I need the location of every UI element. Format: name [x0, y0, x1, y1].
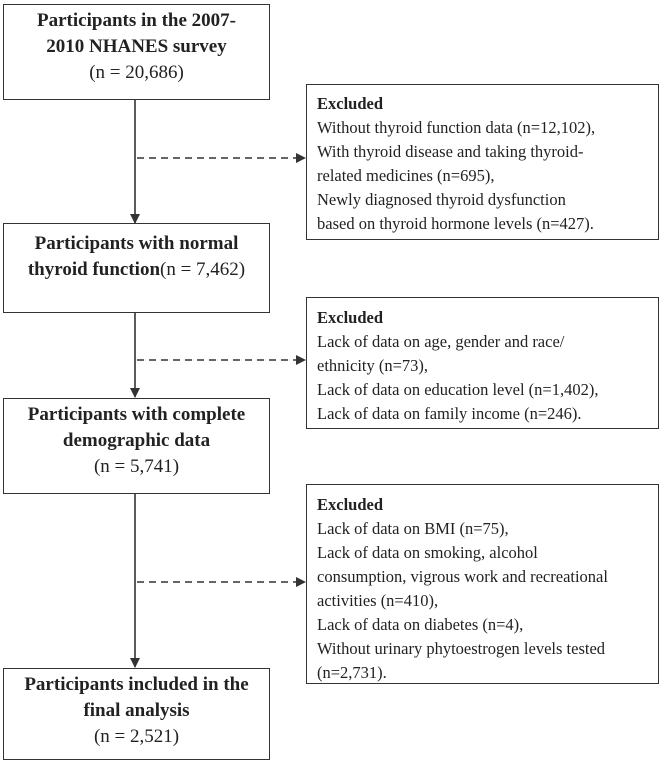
- exclusion-3-line: Lack of data on smoking, alcohol: [317, 543, 538, 562]
- box2-count: (n = 7,462): [160, 259, 246, 280]
- box4-line1: Participants included in the: [24, 674, 249, 695]
- exclusion-2-line: ethnicity (n=73),: [317, 356, 429, 375]
- exclusion-2-line: Lack of data on family income (n=246).: [317, 404, 582, 423]
- exclusion-3-line: Lack of data on BMI (n=75),: [317, 519, 509, 538]
- box3-count: (n = 5,741): [93, 456, 180, 477]
- exclusion-1-heading: Excluded: [317, 94, 384, 113]
- exclusion-3-line: consumption, vigrous work and recreation…: [317, 567, 608, 586]
- box-final-analysis: Participants included in the final analy…: [3, 668, 270, 760]
- exclusion-1-line: Newly diagnosed thyroid dysfunction: [317, 190, 566, 209]
- box2-line1: Participants with normal: [34, 233, 239, 254]
- box4-count: (n = 2,521): [93, 726, 180, 747]
- box-nhanes-participants: Participants in the 2007- 2010 NHANES su…: [3, 4, 270, 100]
- exclusion-3-line: Lack of data on diabetes (n=4),: [317, 615, 524, 634]
- exclusion-3-heading: Excluded: [317, 495, 384, 514]
- exclusion-3-line: Without urinary phytoestrogen levels tes…: [317, 639, 606, 658]
- box3-line1: Participants with complete: [27, 404, 246, 425]
- box1-line2: 2010 NHANES survey: [46, 36, 227, 57]
- exclusion-box-2: Excluded Lack of data on age, gender and…: [306, 297, 659, 429]
- box-complete-demographic: Participants with complete demographic d…: [3, 398, 270, 494]
- exclusion-3-line: activities (n=410),: [317, 591, 439, 610]
- box1-line1: Participants in the 2007-: [37, 10, 236, 31]
- exclusion-2-line: Lack of data on education level (n=1,402…: [317, 380, 599, 399]
- exclusion-1-line: related medicines (n=695),: [317, 166, 495, 185]
- exclusion-1-line: based on thyroid hormone levels (n=427).: [317, 214, 594, 233]
- exclusion-box-3: Excluded Lack of data on BMI (n=75), Lac…: [306, 484, 659, 684]
- box-normal-thyroid: Participants with normal thyroid functio…: [3, 223, 270, 313]
- box1-count: (n = 20,686): [89, 62, 184, 83]
- box2-line2-bold: thyroid function: [27, 259, 161, 280]
- exclusion-1-line: With thyroid disease and taking thyroid-: [317, 142, 584, 161]
- box4-line2: final analysis: [83, 700, 190, 721]
- exclusion-3-line: (n=2,731).: [317, 663, 387, 682]
- exclusion-2-line: Lack of data on age, gender and race/: [317, 332, 565, 351]
- exclusion-1-line: Without thyroid function data (n=12,102)…: [317, 118, 596, 137]
- exclusion-box-1: Excluded Without thyroid function data (…: [306, 84, 659, 240]
- box3-line2: demographic data: [62, 430, 211, 451]
- exclusion-2-heading: Excluded: [317, 308, 384, 327]
